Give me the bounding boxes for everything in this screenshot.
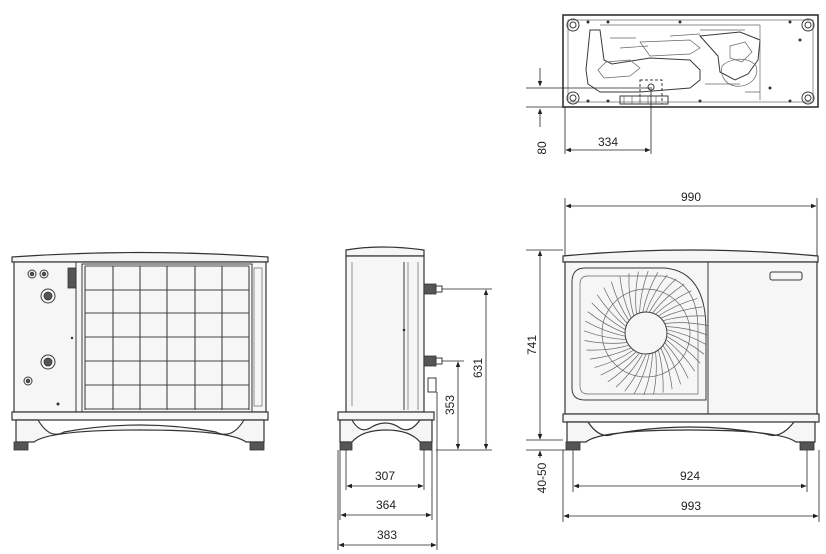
fan-blade bbox=[666, 329, 707, 346]
dim-383: 383 bbox=[337, 392, 438, 550]
dim-364: 364 bbox=[339, 450, 433, 520]
dim-label-924: 924 bbox=[680, 469, 700, 483]
back-grille bbox=[84, 265, 250, 410]
fan-blade bbox=[639, 270, 649, 314]
fan-blade bbox=[585, 320, 626, 337]
fan-blade bbox=[658, 298, 698, 317]
fan-blade bbox=[645, 274, 668, 313]
fan-blade bbox=[655, 290, 692, 315]
dim-label-40-50: 40-50 bbox=[535, 462, 549, 493]
dim-334: 334 bbox=[564, 90, 652, 154]
fan-blade bbox=[662, 315, 706, 322]
fan-blade bbox=[666, 335, 701, 364]
fan-blade bbox=[660, 347, 673, 390]
dim-40-50: 40-50 bbox=[526, 432, 566, 493]
fan-blade bbox=[657, 349, 664, 393]
dim-label-741: 741 bbox=[525, 335, 539, 355]
dim-label-631: 631 bbox=[471, 358, 485, 378]
dim-label-307: 307 bbox=[375, 469, 395, 483]
dim-label-990: 990 bbox=[681, 190, 701, 204]
fan-blade bbox=[615, 353, 644, 388]
dim-924: 924 bbox=[572, 450, 808, 492]
fan-blade bbox=[596, 294, 627, 327]
fan-blade bbox=[587, 311, 626, 334]
fan-blade bbox=[653, 351, 657, 395]
dim-353: 353 bbox=[442, 360, 464, 450]
fan-blade bbox=[642, 272, 659, 313]
dim-741: 741 bbox=[525, 249, 563, 441]
dim-label-80: 80 bbox=[535, 141, 549, 155]
fan-blade bbox=[611, 281, 630, 321]
dim-label-353: 353 bbox=[443, 395, 457, 415]
dim-label-993: 993 bbox=[681, 499, 701, 513]
fan-blade bbox=[665, 326, 709, 336]
fan-blade bbox=[633, 353, 650, 394]
dim-label-383: 383 bbox=[377, 528, 397, 542]
fan-blade bbox=[624, 353, 647, 392]
dim-80: 80 bbox=[526, 68, 652, 155]
dim-307: 307 bbox=[345, 450, 425, 490]
fan-blade bbox=[660, 306, 703, 319]
fan-blade bbox=[664, 322, 708, 326]
top-view bbox=[562, 14, 819, 108]
fan-blade bbox=[600, 351, 637, 376]
fan-blade bbox=[589, 347, 632, 360]
fan-blade bbox=[619, 276, 632, 319]
fan-grille bbox=[571, 267, 709, 401]
back-view bbox=[11, 251, 269, 451]
fan-blade bbox=[603, 287, 628, 324]
fan-blade bbox=[583, 330, 627, 340]
dim-631: 631 bbox=[436, 288, 492, 451]
front-view bbox=[562, 249, 820, 451]
fan-blade bbox=[635, 271, 639, 315]
fan-blade bbox=[664, 342, 689, 379]
fan-blade bbox=[594, 349, 634, 368]
side-view bbox=[337, 246, 443, 451]
fan-blade bbox=[591, 302, 626, 331]
fan-blade bbox=[648, 278, 677, 313]
fan-blade bbox=[666, 332, 705, 355]
dim-993: 993 bbox=[562, 450, 820, 522]
fan-blade bbox=[665, 339, 696, 372]
fan-blade bbox=[643, 352, 653, 396]
dim-label-364: 364 bbox=[376, 498, 396, 512]
fan-blade bbox=[586, 344, 630, 351]
fan-blade bbox=[652, 283, 685, 314]
fan-blade bbox=[662, 345, 681, 385]
dim-label-334: 334 bbox=[598, 135, 618, 149]
dim-990: 990 bbox=[564, 190, 818, 256]
fan-blade bbox=[607, 352, 640, 383]
fan-blade bbox=[628, 273, 635, 317]
fan-blade bbox=[584, 340, 628, 344]
